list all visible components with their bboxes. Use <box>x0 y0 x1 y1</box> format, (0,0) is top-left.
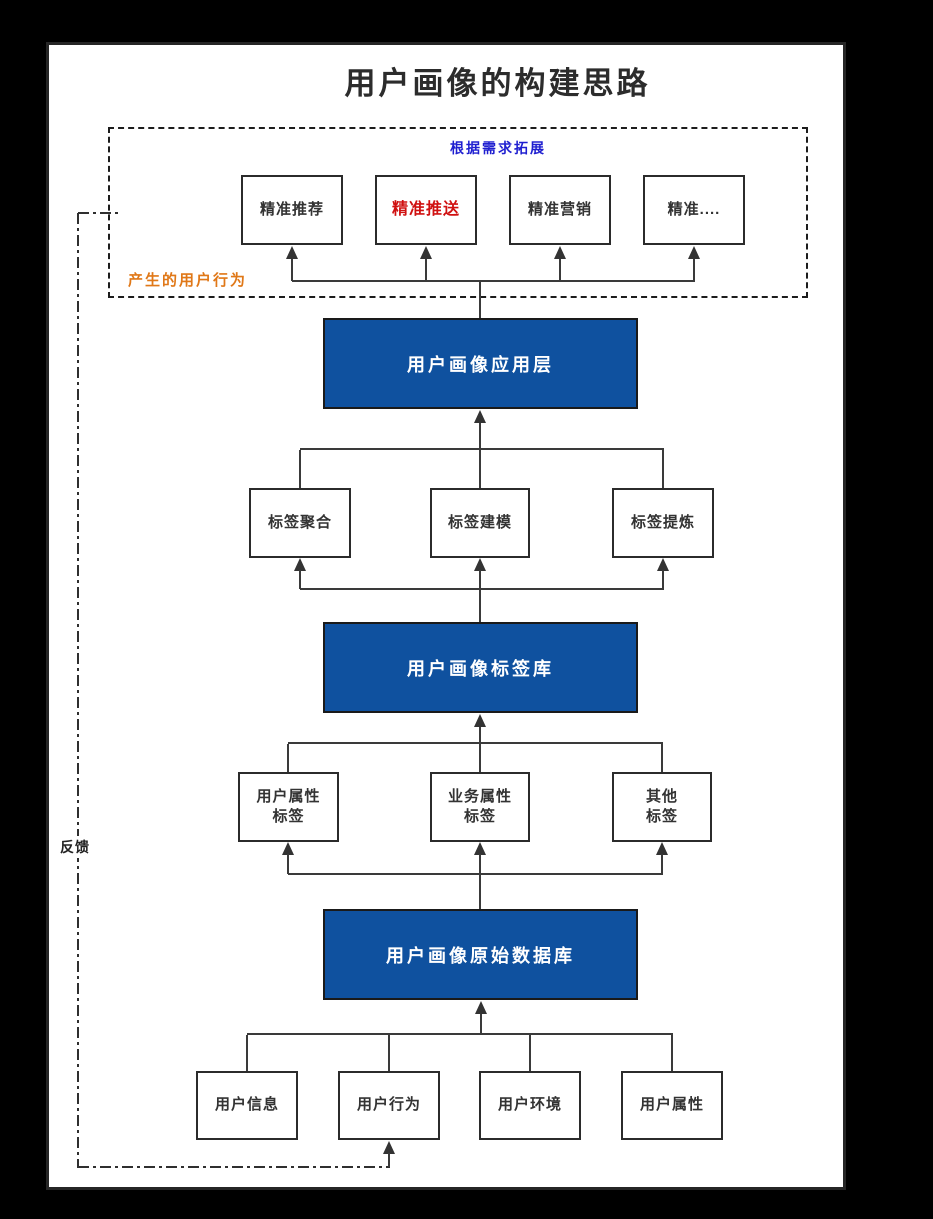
connector-center <box>479 423 481 489</box>
connector-app-to-bus <box>479 281 481 319</box>
connector-drop <box>299 450 301 488</box>
feedback-line-bottom <box>78 1166 390 1168</box>
node-user-behavior: 用户行为 <box>338 1071 440 1140</box>
arrowhead-up-icon <box>657 558 669 571</box>
node-tag-modeling: 标签建模 <box>430 488 530 558</box>
connector-stub <box>287 854 289 874</box>
connector-bracket <box>247 1033 673 1035</box>
feedback-line-left <box>77 213 79 1168</box>
arrowhead-up-icon <box>688 246 700 259</box>
connector-center <box>479 590 481 622</box>
arrowhead-up-icon <box>475 1001 487 1014</box>
node-precise-etc: 精准.... <box>643 175 745 245</box>
connector-drop <box>388 1035 390 1071</box>
connector-drop <box>661 744 663 772</box>
connector-center <box>479 727 481 772</box>
node-label: 用户行为 <box>356 1096 421 1114</box>
arrowhead-up-icon <box>474 558 486 571</box>
node-tag-refining: 标签提炼 <box>612 488 714 558</box>
connector-stub <box>661 854 663 874</box>
arrowhead-up-icon <box>282 842 294 855</box>
node-precise-marketing: 精准营销 <box>509 175 611 245</box>
arrowhead-up-icon <box>474 410 486 423</box>
layer-raw-database: 用户画像原始数据库 <box>323 909 638 1000</box>
connector-stub <box>299 570 301 589</box>
node-label: 用户属性 <box>639 1096 704 1114</box>
connector-drop <box>662 450 664 488</box>
node-label-line2: 标签 <box>463 808 496 825</box>
connector-bracket <box>288 873 663 875</box>
arrowhead-up-icon <box>420 246 432 259</box>
connector-bracket <box>300 588 664 590</box>
layer-application: 用户画像应用层 <box>323 318 638 409</box>
connector-drop <box>671 1035 673 1071</box>
connector-center <box>480 1014 482 1035</box>
node-label: 精准推荐 <box>259 200 324 218</box>
connector-bracket <box>288 742 663 744</box>
node-user-attribute: 用户属性 <box>621 1071 723 1140</box>
arrowhead-up-icon <box>474 714 486 727</box>
arrowhead-up-icon <box>656 842 668 855</box>
feedback-arrow-stub <box>388 1153 390 1167</box>
node-other-tags: 其他 标签 <box>612 772 712 842</box>
layer-label: 用户画像原始数据库 <box>386 945 575 966</box>
node-user-info: 用户信息 <box>196 1071 298 1140</box>
connector-stub <box>479 854 481 874</box>
connector-stub <box>479 570 481 589</box>
arrowhead-up-icon <box>294 558 306 571</box>
arrowhead-up-icon <box>554 246 566 259</box>
connector-drop <box>529 1035 531 1071</box>
connector-stub <box>559 259 561 281</box>
diagram-title: 用户画像的构建思路 <box>344 66 651 102</box>
node-tag-aggregation: 标签聚合 <box>249 488 351 558</box>
layer-label: 用户画像应用层 <box>407 354 554 375</box>
connector-drop <box>287 744 289 772</box>
node-label-line2: 标签 <box>645 808 678 825</box>
node-precise-recommend: 精准推荐 <box>241 175 343 245</box>
node-label: 标签提炼 <box>630 513 695 531</box>
connector-bracket <box>300 448 664 450</box>
node-label: 标签聚合 <box>267 513 332 531</box>
node-user-environment: 用户环境 <box>479 1071 581 1140</box>
node-label-line2: 标签 <box>272 808 305 825</box>
node-label-line1: 业务属性 <box>447 787 512 805</box>
node-precise-push: 精准推送 <box>375 175 477 245</box>
connector-stub <box>693 259 695 281</box>
node-label: 用户信息 <box>214 1096 279 1114</box>
node-label-line1: 其他 <box>645 787 678 805</box>
connector-top-bus <box>292 280 695 282</box>
connector-stub <box>662 570 664 589</box>
node-business-attribute-tags: 业务属性 标签 <box>430 772 530 842</box>
expansion-caption: 根据需求拓展 <box>450 140 546 156</box>
node-label: 精准营销 <box>527 200 592 218</box>
feedback-line-top <box>78 212 122 214</box>
connector-center <box>479 875 481 909</box>
layer-tag-library: 用户画像标签库 <box>323 622 638 713</box>
node-label: 精准.... <box>667 200 721 218</box>
arrowhead-up-icon <box>383 1141 395 1154</box>
node-label: 用户环境 <box>497 1096 562 1114</box>
layer-label: 用户画像标签库 <box>407 658 554 679</box>
feedback-caption: 反馈 <box>58 836 92 858</box>
connector-stub <box>425 259 427 281</box>
node-label-line1: 用户属性 <box>256 787 321 805</box>
node-user-attribute-tags: 用户属性 标签 <box>238 772 339 842</box>
node-label: 精准推送 <box>391 201 460 219</box>
connector-drop <box>246 1035 248 1071</box>
arrowhead-up-icon <box>286 246 298 259</box>
connector-stub <box>291 259 293 281</box>
user-behavior-caption: 产生的用户行为 <box>128 272 248 289</box>
node-label: 标签建模 <box>447 513 512 531</box>
arrowhead-up-icon <box>474 842 486 855</box>
